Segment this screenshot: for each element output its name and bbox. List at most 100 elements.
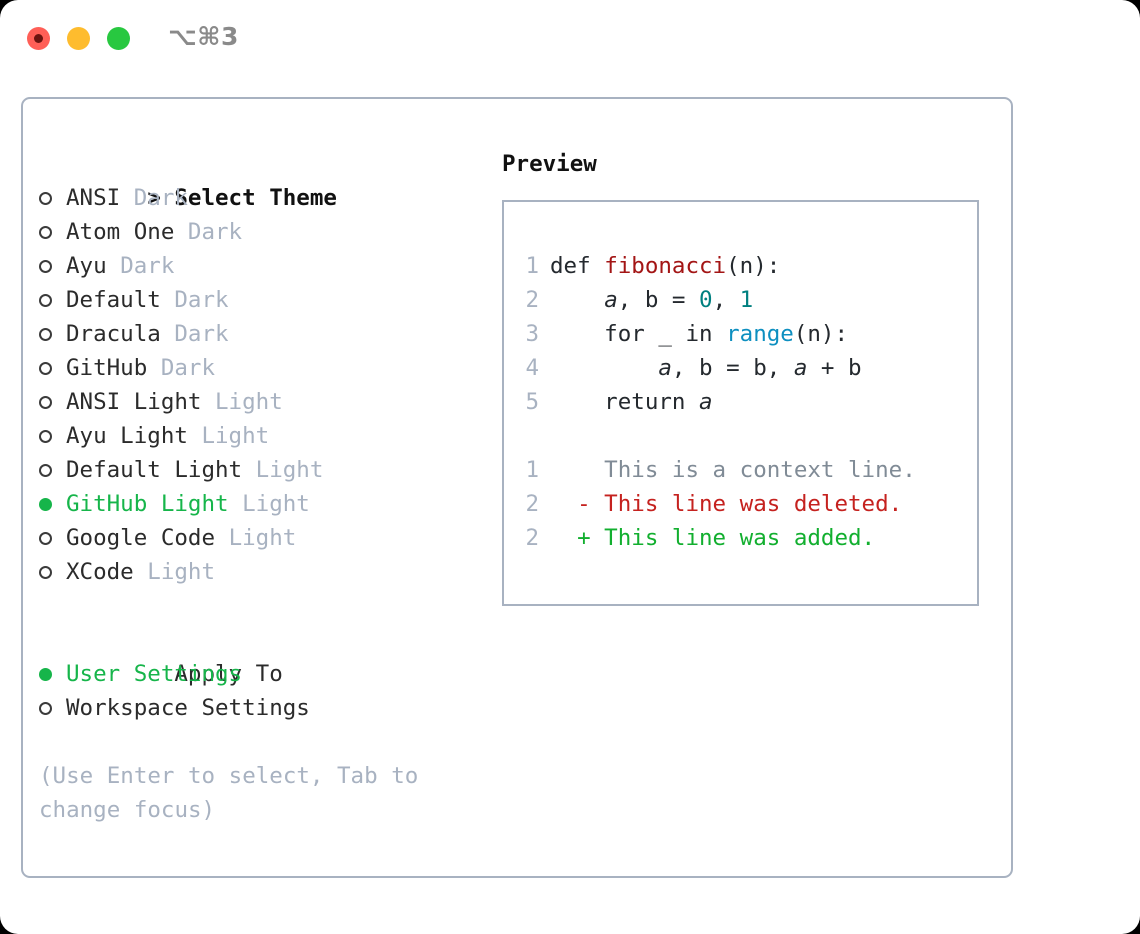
theme-variant-badge: Dark bbox=[187, 219, 243, 245]
code-token: , bbox=[712, 287, 740, 313]
theme-variant-badge: Light bbox=[242, 491, 310, 517]
line-number: 2 bbox=[525, 491, 539, 517]
theme-list-item[interactable]: Google Code Light bbox=[39, 521, 469, 555]
theme-list-item[interactable]: Dracula Dark bbox=[39, 317, 469, 351]
code-token: , b = b, bbox=[671, 355, 794, 381]
theme-name: Atom One bbox=[66, 219, 175, 245]
code-token: 0 bbox=[699, 287, 713, 313]
maximize-window-button[interactable] bbox=[107, 27, 130, 50]
code-token: 1 bbox=[739, 287, 754, 313]
theme-name: Default bbox=[66, 287, 161, 313]
radio-unselected-icon bbox=[39, 182, 66, 216]
theme-list-item[interactable]: GitHub Light Light bbox=[39, 487, 469, 521]
code-token: a bbox=[699, 389, 713, 415]
radio-unselected-icon bbox=[39, 692, 66, 726]
line-number: 2 bbox=[525, 525, 539, 551]
theme-variant-badge: Dark bbox=[160, 355, 216, 381]
apply-to-item[interactable]: User Settings bbox=[39, 657, 469, 691]
close-window-button[interactable] bbox=[27, 27, 50, 50]
theme-name: GitHub Light bbox=[66, 491, 229, 517]
theme-list-item[interactable]: Default Dark bbox=[39, 283, 469, 317]
apply-to-option-label: Workspace Settings bbox=[66, 695, 310, 721]
theme-list-item[interactable]: Ayu Dark bbox=[39, 249, 469, 283]
theme-list-item[interactable]: Atom One Dark bbox=[39, 215, 469, 249]
radio-unselected-icon bbox=[39, 250, 66, 284]
minimize-window-button[interactable] bbox=[67, 27, 90, 50]
radio-unselected-icon bbox=[39, 318, 66, 352]
diff-line: 2 + This line was added. bbox=[517, 521, 971, 555]
theme-name: Google Code bbox=[66, 525, 216, 551]
select-theme-header: > Select Theme bbox=[39, 147, 469, 211]
code-token: a bbox=[604, 287, 618, 313]
diff-line-text: + This line was added. bbox=[550, 525, 876, 551]
apply-to-option-label: User Settings bbox=[66, 661, 243, 687]
line-number: 2 bbox=[525, 287, 539, 313]
code-token: , b = bbox=[617, 287, 700, 313]
theme-variant-badge: Light bbox=[201, 423, 270, 449]
code-line: 3 for _ in range(n): bbox=[517, 317, 971, 351]
keyboard-hint: (Use Enter to select, Tab to change focu… bbox=[39, 763, 432, 823]
radio-unselected-icon bbox=[39, 216, 66, 250]
theme-variant-badge: Dark bbox=[174, 321, 229, 347]
code-token: a bbox=[658, 355, 672, 381]
code-token: return bbox=[550, 389, 700, 415]
select-theme-label: Select Theme bbox=[174, 185, 337, 211]
theme-variant-badge: Dark bbox=[174, 287, 229, 313]
diff-line: 1 This is a context line. bbox=[517, 453, 971, 487]
theme-name: GitHub bbox=[66, 355, 148, 381]
theme-list-item[interactable]: ANSI Dark bbox=[39, 181, 469, 215]
radio-unselected-icon bbox=[39, 284, 66, 318]
radio-selected-icon bbox=[39, 658, 66, 692]
theme-name: Dracula bbox=[66, 321, 161, 347]
radio-unselected-icon bbox=[39, 454, 66, 488]
theme-list-item[interactable]: Default Light Light bbox=[39, 453, 469, 487]
radio-unselected-icon bbox=[39, 352, 66, 386]
line-number: 3 bbox=[525, 321, 539, 347]
theme-list-item[interactable]: ANSI Light Light bbox=[39, 385, 469, 419]
code-gap bbox=[517, 419, 971, 453]
window-title: ⌥⌘3 bbox=[168, 22, 239, 51]
code-line: 4 a, b = b, a + b bbox=[517, 351, 971, 385]
radio-selected-icon bbox=[39, 488, 66, 522]
theme-list-item[interactable]: XCode Light bbox=[39, 555, 469, 589]
apply-to-item[interactable]: Workspace Settings bbox=[39, 691, 469, 725]
code-token bbox=[550, 355, 658, 381]
diff-sample: 1 This is a context line.2 - This line w… bbox=[517, 453, 971, 555]
theme-name: Ayu bbox=[66, 253, 107, 279]
line-number: 1 bbox=[525, 457, 539, 483]
apply-to-header: Apply To bbox=[39, 623, 469, 687]
theme-name: ANSI bbox=[66, 185, 121, 211]
theme-variant-badge: Dark bbox=[120, 253, 175, 279]
line-number: 5 bbox=[525, 389, 539, 415]
diff-line-text: This is a context line. bbox=[550, 457, 916, 483]
cursor-marker: > bbox=[147, 185, 161, 211]
code-line: 2 a, b = 0, 1 bbox=[517, 283, 971, 317]
theme-list-item[interactable]: Ayu Light Light bbox=[39, 419, 469, 453]
title-bar: ⌥⌘3 bbox=[0, 0, 1140, 78]
radio-unselected-icon bbox=[39, 386, 66, 420]
preview-title: Preview bbox=[502, 151, 597, 177]
code-token: (n): bbox=[726, 253, 781, 279]
code-line: 5 return a bbox=[517, 385, 971, 419]
line-number: 1 bbox=[525, 253, 539, 279]
code-token: for _ in bbox=[550, 321, 727, 347]
theme-name: Default Light bbox=[66, 457, 243, 483]
theme-name: XCode bbox=[66, 559, 134, 585]
theme-list-item[interactable]: GitHub Dark bbox=[39, 351, 469, 385]
code-token: range bbox=[726, 321, 794, 347]
theme-variant-badge: Light bbox=[255, 457, 324, 483]
code-token: def bbox=[550, 253, 605, 279]
theme-variant-badge: Light bbox=[215, 389, 283, 415]
code-token: fibonacci bbox=[604, 253, 727, 279]
theme-variant-badge: Light bbox=[147, 559, 216, 585]
code-line: 1 def fibonacci(n): bbox=[517, 249, 971, 283]
theme-variant-badge: Light bbox=[228, 525, 297, 551]
